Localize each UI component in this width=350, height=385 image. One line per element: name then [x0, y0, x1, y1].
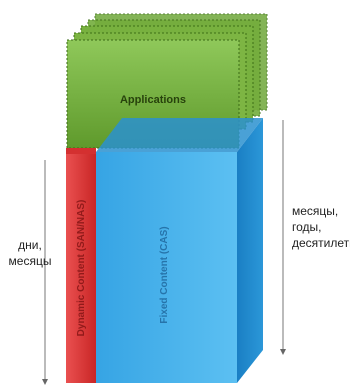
dynamic-content-label: Dynamic Content (SAN/NAS) [76, 200, 87, 337]
fixed-content-front-face [96, 152, 237, 383]
right-duration-note: месяцы, годы, десятилетия [292, 204, 350, 250]
left-duration-note: дни, месяцы [8, 238, 52, 268]
dynamic-content-column [66, 152, 96, 383]
applications-label: Applications [120, 94, 186, 106]
application-stack: Applications [66, 13, 268, 149]
fixed-content-top-face [96, 118, 263, 152]
fixed-content-label: Fixed Content (CAS) [159, 226, 170, 323]
fixed-content-side-face [237, 118, 263, 383]
